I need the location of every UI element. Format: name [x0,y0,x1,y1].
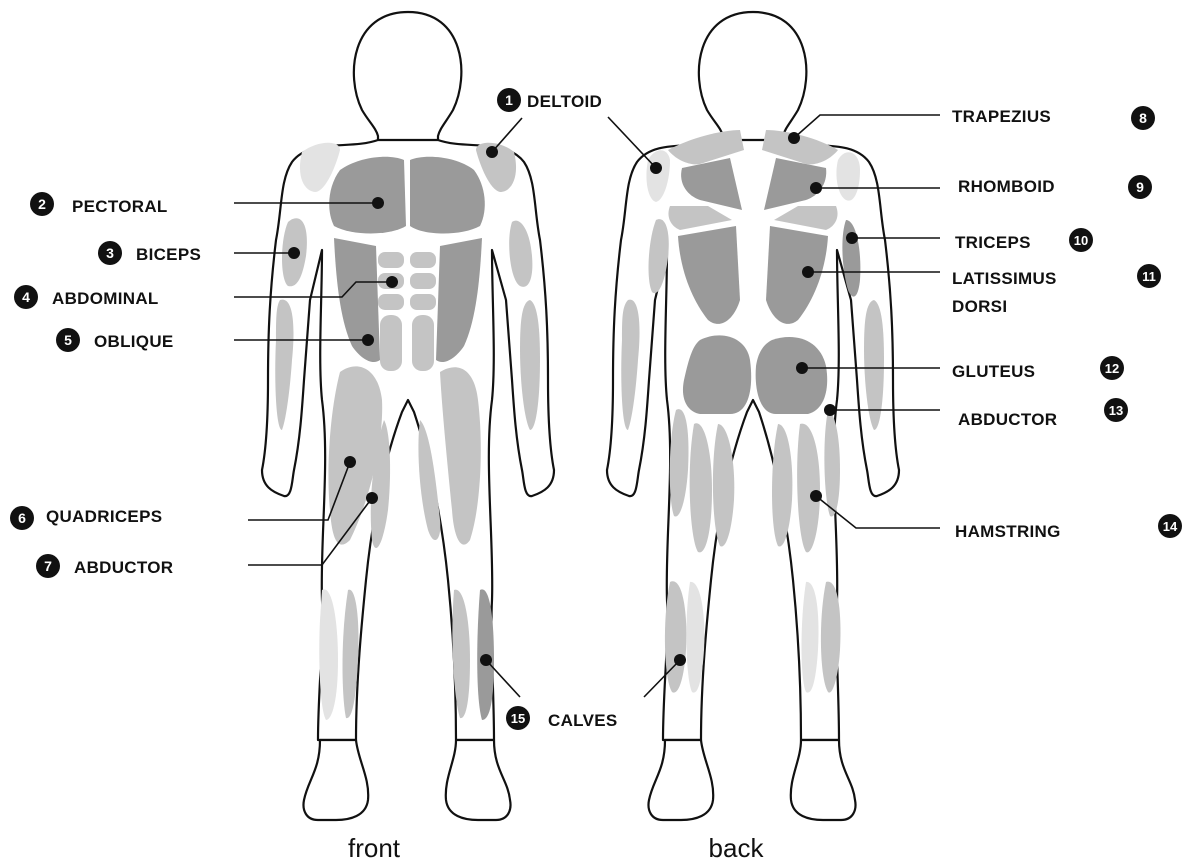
svg-text:RHOMBOID: RHOMBOID [958,177,1055,196]
back-gluteus-right [756,337,828,414]
label-biceps: 3 BICEPS [98,241,201,265]
svg-text:7: 7 [44,558,52,574]
svg-text:6: 6 [18,510,26,526]
svg-text:15: 15 [511,711,525,726]
svg-text:ABDUCTOR: ABDUCTOR [74,558,173,577]
label-triceps: TRICEPS 10 [955,228,1093,252]
label-hamstring: HAMSTRING 14 [955,514,1182,541]
front-head [354,12,462,148]
back-torso [607,140,899,740]
back-left-foot [649,740,714,820]
svg-text:11: 11 [1142,269,1156,284]
label-deltoid: 1 DELTOID [497,88,602,112]
svg-text:CALVES: CALVES [548,711,618,730]
svg-text:QUADRICEPS: QUADRICEPS [46,507,162,526]
label-rhomboid: RHOMBOID 9 [958,175,1152,199]
svg-text:ABDUCTOR: ABDUCTOR [958,410,1057,429]
label-abductor-front: 7 ABDUCTOR [36,554,173,578]
svg-text:PECTORAL: PECTORAL [72,197,168,216]
label-gluteus: GLUTEUS 12 [952,356,1124,381]
svg-text:1: 1 [505,92,513,108]
svg-text:2: 2 [38,196,46,212]
svg-text:13: 13 [1109,403,1123,418]
label-abdominal: 4 ABDOMINAL [14,285,159,309]
front-right-foot [446,740,511,820]
svg-text:TRAPEZIUS: TRAPEZIUS [952,107,1051,126]
svg-text:ABDOMINAL: ABDOMINAL [52,289,159,308]
svg-text:14: 14 [1163,519,1178,534]
svg-text:OBLIQUE: OBLIQUE [94,332,174,351]
back-body-figure [607,12,899,820]
svg-text:GLUTEUS: GLUTEUS [952,362,1035,381]
svg-text:8: 8 [1139,110,1147,126]
back-right-foot [791,740,856,820]
label-calves: 15 CALVES [506,706,618,730]
svg-text:9: 9 [1136,179,1144,195]
svg-text:10: 10 [1074,233,1088,248]
svg-text:DELTOID: DELTOID [527,92,602,111]
svg-text:4: 4 [22,289,30,305]
svg-text:BICEPS: BICEPS [136,245,201,264]
svg-text:DORSI: DORSI [952,297,1007,316]
label-latissimus: LATISSIMUS DORSI 11 [952,264,1161,316]
label-pectoral: 2 PECTORAL [30,192,168,216]
svg-text:5: 5 [64,332,72,348]
back-head [699,12,807,148]
label-quadriceps: 6 QUADRICEPS [10,506,162,530]
front-left-foot [304,740,369,820]
front-body-figure [262,12,554,820]
svg-text:3: 3 [106,245,114,261]
label-abductor-back: ABDUCTOR 13 [958,398,1128,429]
label-oblique: 5 OBLIQUE [56,328,174,352]
caption-back: back [709,833,765,861]
svg-text:12: 12 [1105,361,1119,376]
svg-text:TRICEPS: TRICEPS [955,233,1031,252]
caption-front: front [348,833,401,861]
label-trapezius: TRAPEZIUS 8 [952,106,1155,130]
svg-text:LATISSIMUS: LATISSIMUS [952,269,1057,288]
svg-text:HAMSTRING: HAMSTRING [955,522,1061,541]
